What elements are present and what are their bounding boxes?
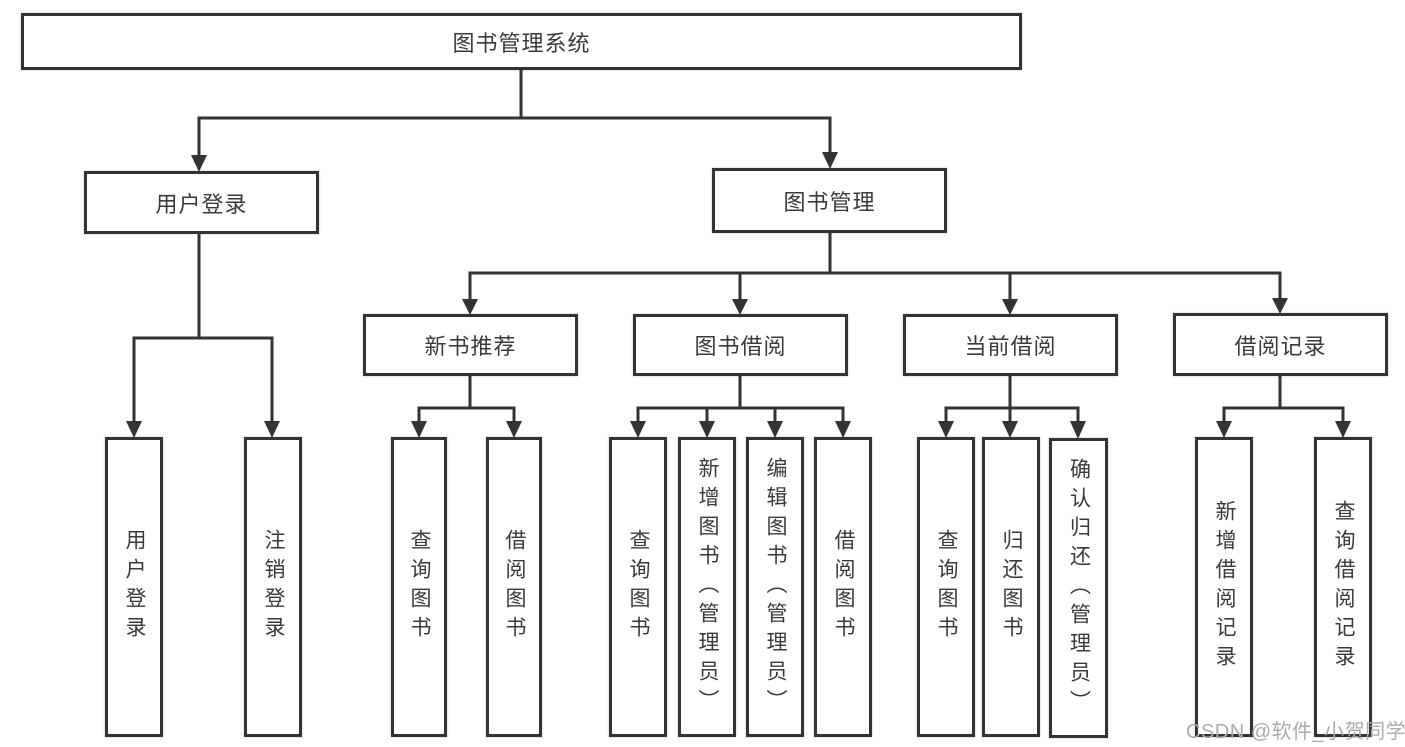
node-label: 当前借阅 xyxy=(964,334,1057,359)
leaf-logout: 注销登录 xyxy=(244,437,302,737)
leaf-label: 查询图书 xyxy=(408,529,431,645)
leaf-label: 查询借阅记录 xyxy=(1332,500,1355,674)
node-root-library-system: 图书管理系统 xyxy=(21,13,1022,70)
node-book-borrowing: 图书借阅 xyxy=(633,314,848,376)
node-borrow-records: 借阅记录 xyxy=(1173,313,1388,376)
node-new-book-recommend: 新书推荐 xyxy=(363,314,578,376)
leaf-edit-book-admin: 编辑图书（管理员） xyxy=(746,437,804,737)
node-book-management: 图书管理 xyxy=(712,168,947,233)
node-current-borrowing: 当前借阅 xyxy=(903,314,1118,376)
leaf-confirm-return-admin: 确认归还（管理员） xyxy=(1049,438,1108,738)
leaf-label: 用户登录 xyxy=(123,529,146,645)
leaf-query-borrow-record: 查询借阅记录 xyxy=(1314,437,1372,737)
leaf-borrow-books-recommend: 借阅图书 xyxy=(486,437,542,737)
leaf-label: 归还图书 xyxy=(1000,529,1023,645)
arrowheads xyxy=(126,152,1351,439)
leaf-add-book-admin: 新增图书（管理员） xyxy=(678,437,736,737)
leaf-borrow-books-borrowing: 借阅图书 xyxy=(814,437,872,737)
leaf-label: 新增图书（管理员） xyxy=(696,456,719,718)
leaf-label: 确认归还（管理员） xyxy=(1067,457,1091,719)
leaf-query-books-current: 查询图书 xyxy=(917,437,975,737)
node-label: 新书推荐 xyxy=(424,334,517,359)
leaf-query-books-borrowing: 查询图书 xyxy=(609,437,667,737)
leaf-query-books-recommend: 查询图书 xyxy=(391,437,447,737)
leaf-label: 编辑图书（管理员） xyxy=(764,456,787,718)
leaf-label: 查询图书 xyxy=(627,529,650,645)
node-user-login: 用户登录 xyxy=(84,171,319,234)
node-label: 图书管理 xyxy=(783,189,876,215)
leaf-label: 借阅图书 xyxy=(832,529,855,645)
leaf-label: 新增借阅记录 xyxy=(1213,500,1236,674)
node-label: 图书借阅 xyxy=(694,334,787,359)
node-label: 用户登录 xyxy=(155,191,248,217)
leaf-label: 注销登录 xyxy=(262,529,285,645)
node-label: 借阅记录 xyxy=(1234,333,1327,359)
csdn-watermark: CSDN @软件_小贺同学 xyxy=(1186,721,1405,743)
leaf-return-books: 归还图书 xyxy=(982,437,1040,737)
leaf-add-borrow-record: 新增借阅记录 xyxy=(1195,437,1253,737)
leaf-user-login: 用户登录 xyxy=(105,437,163,737)
leaf-label: 借阅图书 xyxy=(503,529,526,645)
node-label: 图书管理系统 xyxy=(452,30,591,56)
leaf-label: 查询图书 xyxy=(935,529,958,645)
